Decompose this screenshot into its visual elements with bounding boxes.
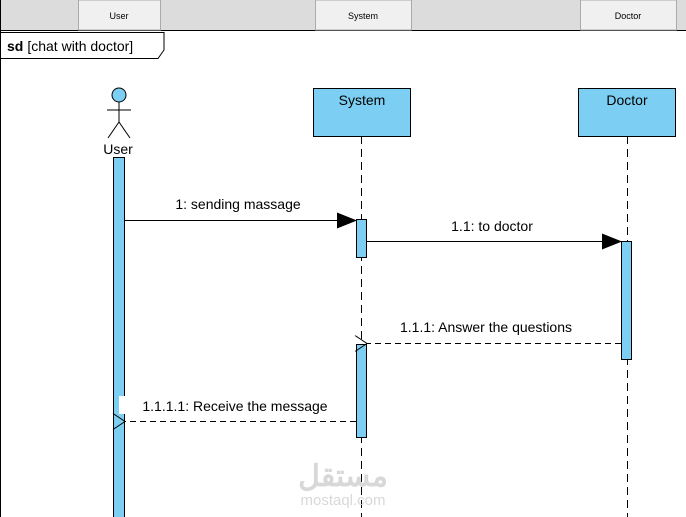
lifeline-label: Doctor — [606, 92, 648, 108]
frame-keyword: sd — [7, 38, 23, 54]
watermark-latin: mostaql.com — [300, 492, 385, 509]
frame-name: [chat with doctor] — [27, 38, 133, 54]
svg-text:sd[chat with doctor]: sd[chat with doctor] — [7, 38, 133, 54]
message-1-1[interactable]: 1.1: to doctor — [367, 218, 622, 250]
activation-bar — [356, 219, 367, 258]
watermark-logo: مستقل mostaql.com — [298, 460, 388, 509]
actor-icon — [107, 87, 131, 139]
lifeline-user[interactable]: User — [103, 87, 133, 517]
message-1[interactable]: 1: sending massage — [125, 196, 357, 229]
message-1-1-1-1[interactable]: 1.1.1.1: Receive the message — [119, 396, 356, 422]
activation-bar — [621, 241, 632, 360]
message-label: 1: sending massage — [175, 196, 301, 212]
activation-bar — [113, 157, 125, 517]
watermark-arabic: مستقل — [298, 460, 388, 493]
lifeline-head — [313, 88, 411, 137]
message-label: 1.1: to doctor — [451, 218, 533, 234]
tab-label: User — [109, 11, 128, 21]
lifeline-head — [578, 88, 676, 137]
lifeline-label: System — [339, 92, 386, 108]
lifeline-label: User — [103, 141, 133, 157]
lifeline-system[interactable]: System — [313, 88, 411, 517]
message-label: 1.1.1: Answer the questions — [400, 319, 572, 335]
header-tab-user[interactable]: User — [78, 0, 161, 31]
header-tab-system[interactable]: System — [315, 0, 412, 31]
header-tab-doctor[interactable]: Doctor — [580, 0, 677, 31]
lifeline-doctor[interactable]: Doctor — [578, 88, 676, 517]
message-1-1-1[interactable]: 1.1.1: Answer the questions — [367, 319, 621, 344]
activation-bar — [356, 344, 367, 438]
tab-label: Doctor — [615, 11, 642, 21]
message-label: 1.1.1.1: Receive the message — [142, 398, 327, 414]
tab-label: System — [348, 11, 378, 21]
frame-label: sd[chat with doctor] — [1, 32, 165, 59]
